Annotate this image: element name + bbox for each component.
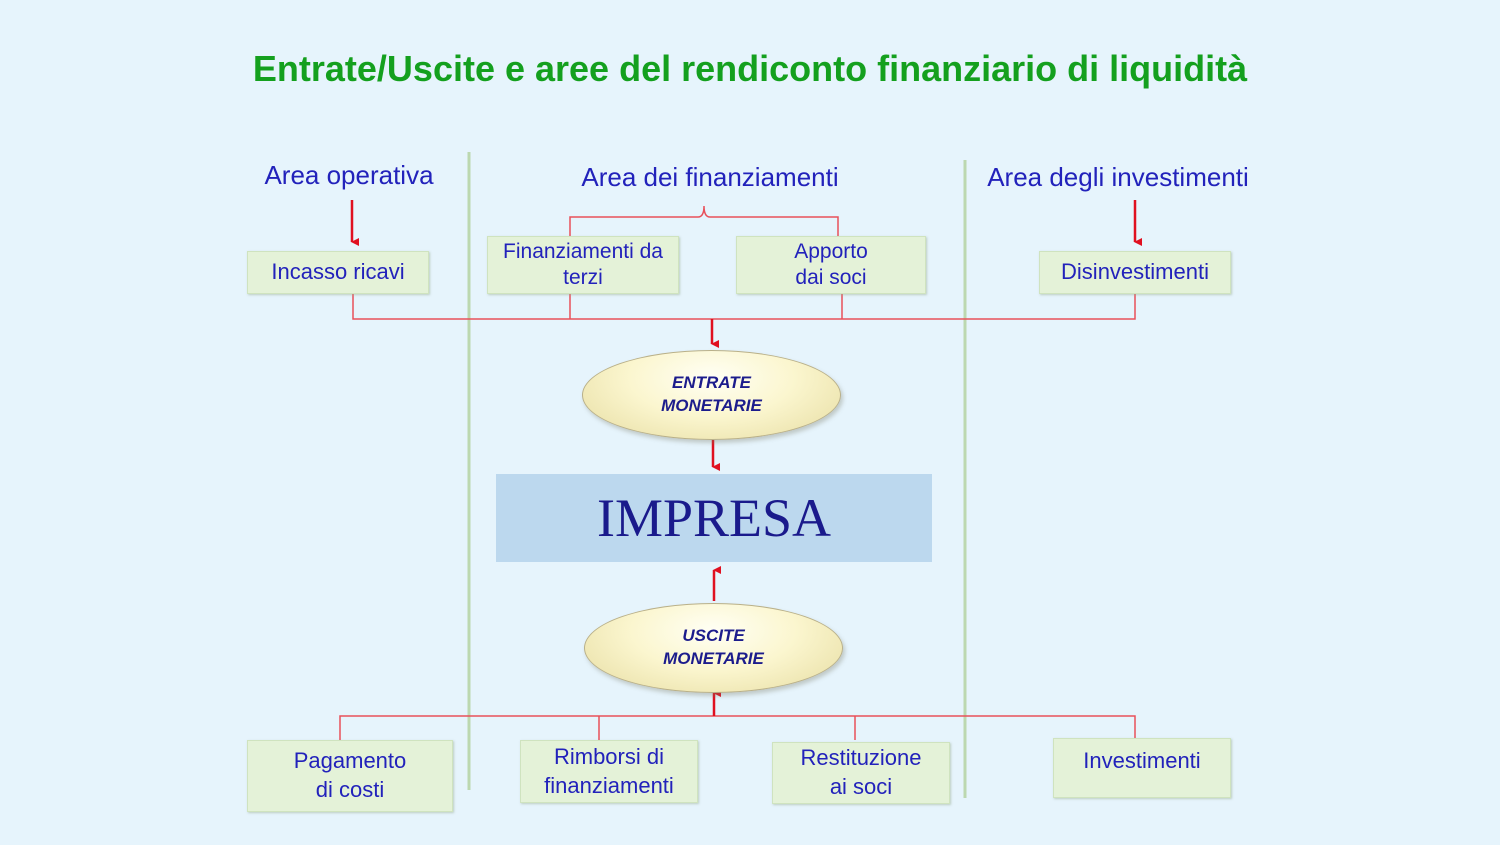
impresa-box: IMPRESA (496, 474, 932, 562)
area-investimenti-label: Area degli investimenti (987, 162, 1249, 192)
entrate-monetarie-ellipse: ENTRATE MONETARIE (582, 350, 841, 440)
disinvestimenti-box: Disinvestimenti (1039, 251, 1231, 294)
outflow-connector (339, 715, 1136, 740)
inflow-connector (352, 294, 1136, 320)
incasso-ricavi-box: Incasso ricavi (247, 251, 429, 294)
apporto-soci-box: Apporto dai soci (736, 236, 926, 294)
rimborsi-finanziamenti-box: Rimborsi di finanziamenti (520, 740, 698, 803)
area-finanziamenti-label: Area dei finanziamenti (581, 162, 839, 192)
investimenti-box: Investimenti (1053, 738, 1231, 798)
uscite-monetarie-ellipse: USCITE MONETARIE (584, 603, 843, 693)
finanziamenti-terzi-box: Finanziamenti da terzi (487, 236, 679, 294)
restituzione-soci-box: Restituzione ai soci (772, 742, 950, 804)
pagamento-costi-box: Pagamento di costi (247, 740, 453, 812)
page-title: Entrate/Uscite e aree del rendiconto fin… (252, 48, 1248, 89)
bracket-finanziamenti (569, 205, 839, 236)
area-operativa-label: Area operativa (264, 160, 434, 190)
